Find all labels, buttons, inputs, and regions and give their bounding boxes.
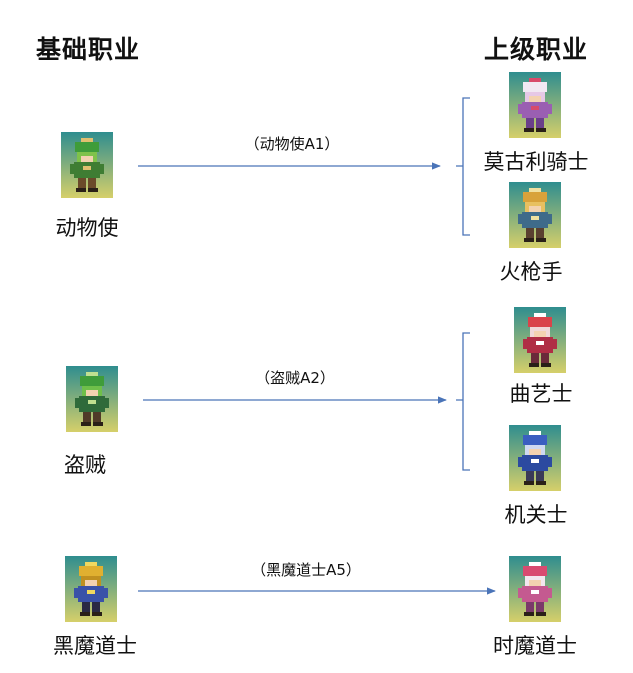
base-job-label: 黑魔道士 bbox=[53, 634, 137, 658]
base-job-label: 盗贼 bbox=[64, 453, 106, 477]
advanced-job-label: 时魔道士 bbox=[493, 634, 577, 658]
thief-sprite-icon bbox=[66, 366, 118, 432]
advanced-job-label: 曲艺士 bbox=[509, 382, 573, 406]
time-mage-sprite-icon bbox=[509, 556, 561, 622]
beastmaster-sprite-icon bbox=[61, 132, 113, 198]
advanced-job-label: 机关士 bbox=[504, 503, 568, 527]
bracket-row-1 bbox=[456, 97, 470, 236]
moogle-knight-sprite-icon bbox=[509, 72, 561, 138]
heading-base-jobs: 基础职业 bbox=[36, 35, 141, 64]
heading-advanced-jobs: 上级职业 bbox=[484, 35, 589, 64]
base-job-label: 动物使 bbox=[55, 216, 119, 240]
advanced-job-label: 莫古利骑士 bbox=[483, 150, 589, 174]
bracket-row-2 bbox=[456, 332, 470, 471]
advanced-job-label: 火枪手 bbox=[499, 260, 563, 284]
arrow-label-row-3: （黑魔道士A5） bbox=[251, 561, 361, 579]
arrow-label-row-2: （盗贼A2） bbox=[255, 369, 335, 387]
arrow-label-row-1: （动物使A1） bbox=[244, 135, 340, 153]
chemist-sprite-icon bbox=[509, 425, 561, 491]
black-mage-sprite-icon bbox=[65, 556, 117, 622]
fusilier-sprite-icon bbox=[509, 182, 561, 248]
juggler-sprite-icon bbox=[514, 307, 566, 373]
